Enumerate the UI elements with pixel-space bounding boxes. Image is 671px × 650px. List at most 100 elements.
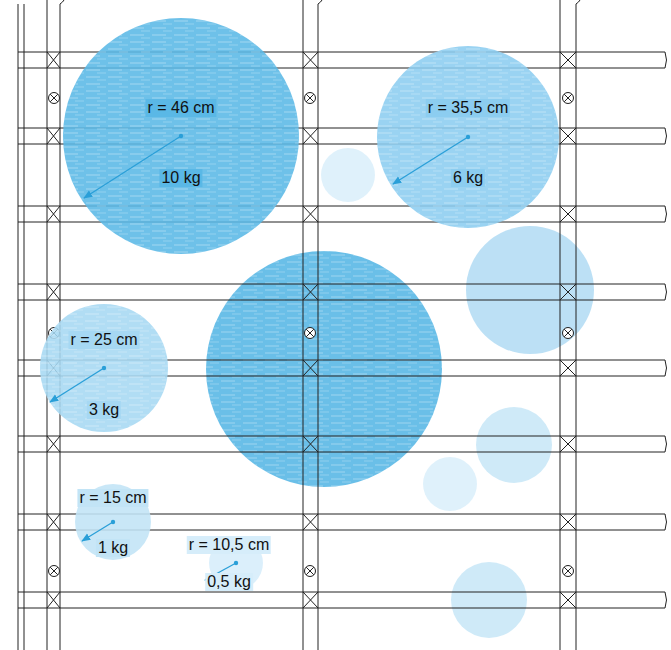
mass-label: 3 kg	[87, 401, 121, 419]
bolt-symbol	[305, 93, 316, 104]
clamp-cross	[47, 514, 60, 530]
radius-line	[84, 136, 181, 198]
clamp-cross	[303, 52, 318, 68]
weight-circle: r = 15 cm 1 kg	[75, 484, 151, 560]
post-line	[303, 4, 304, 650]
medium-circle	[466, 226, 594, 354]
circle-fill	[75, 484, 151, 560]
bolt-symbol	[306, 94, 314, 102]
bolt-symbol	[563, 93, 574, 104]
bolt-symbol	[563, 328, 574, 339]
center-dot	[111, 520, 115, 524]
radius-label: r = 35,5 cm	[426, 99, 510, 117]
clamp-cross	[560, 284, 576, 300]
rail-line	[18, 284, 665, 285]
bolt-symbol	[50, 94, 58, 102]
weight-circle: r = 25 cm 3 kg	[40, 304, 168, 432]
mass-label: 1 kg	[96, 539, 130, 557]
radius-label: r = 25 cm	[68, 331, 139, 349]
post-cap	[47, 0, 64, 4]
clamp-cross	[47, 284, 60, 300]
clamp-cross	[560, 436, 576, 452]
bolt-symbol	[50, 567, 58, 575]
post-cap	[560, 0, 580, 4]
rail-line	[18, 452, 665, 453]
weight-circle: r = 46 cm 10 kg	[63, 18, 299, 254]
small-circle	[423, 457, 477, 511]
scaffold-lines	[18, 0, 667, 650]
bolt-symbol	[306, 329, 314, 337]
post-line	[576, 4, 577, 650]
rail-end	[665, 592, 667, 608]
clamp-cross	[47, 52, 60, 68]
rail-end	[665, 284, 667, 300]
rail-end	[665, 206, 667, 222]
clamp-cross	[303, 514, 318, 530]
clamp-cross	[303, 128, 318, 144]
circle-shape	[63, 18, 299, 254]
clamp-cross	[47, 128, 60, 144]
circle-texture	[40, 304, 168, 432]
circle-texture	[63, 18, 299, 254]
mass-label: 6 kg	[451, 169, 485, 187]
clamp-cross	[560, 52, 576, 68]
center-dot	[466, 135, 470, 139]
clamp-cross	[560, 514, 576, 530]
circle-shape	[377, 46, 559, 228]
radius-label: r = 46 cm	[145, 99, 216, 117]
bolt-symbol	[49, 566, 60, 577]
clamp-cross	[560, 206, 576, 222]
radius-label: r = 10,5 cm	[187, 536, 271, 554]
rail-line	[18, 592, 665, 593]
post-line	[560, 4, 561, 650]
small-circle	[451, 562, 527, 638]
rail-line	[18, 300, 665, 301]
bolt-symbol	[563, 566, 574, 577]
bolt-symbol	[305, 328, 316, 339]
clamp-cross	[303, 284, 318, 300]
rail-end	[665, 128, 667, 144]
clamp-cross	[560, 360, 576, 376]
weight-circle: r = 10,5 cm0,5 kg	[209, 536, 263, 590]
circle-fill	[40, 304, 168, 432]
post-line	[18, 4, 19, 650]
center-dot	[234, 561, 238, 565]
bolt-symbol	[305, 566, 316, 577]
clamp-cross	[47, 436, 60, 452]
bolt-symbol	[306, 567, 314, 575]
post-line	[24, 4, 25, 650]
clamp-cross	[303, 436, 318, 452]
center-dot	[102, 366, 106, 370]
clamp-cross	[303, 206, 318, 222]
rail-line	[18, 436, 665, 437]
small-circle	[476, 407, 552, 483]
circle-fill	[377, 46, 559, 228]
radius-label: r = 15 cm	[77, 489, 148, 507]
post-line	[318, 4, 319, 650]
circle-texture	[377, 46, 559, 228]
post-cap	[303, 0, 322, 4]
rail-end	[665, 52, 667, 68]
clamp-cross	[560, 592, 576, 608]
bolt-symbol	[564, 94, 572, 102]
clamp-cross	[47, 206, 60, 222]
circle-fill	[63, 18, 299, 254]
post-line	[47, 4, 48, 650]
mass-label: 10 kg	[159, 169, 202, 187]
clamp-cross	[303, 592, 318, 608]
mass-label: 0,5 kg	[205, 573, 253, 591]
bolt-symbol	[564, 329, 572, 337]
rail-end	[665, 360, 667, 376]
clamp-cross	[303, 360, 318, 376]
rail-line	[18, 608, 665, 609]
rail-end	[665, 514, 667, 530]
radius-line	[50, 368, 104, 402]
center-dot	[179, 134, 183, 138]
rail-end	[665, 436, 667, 452]
clamp-cross	[47, 592, 60, 608]
weight-circle: r = 35,5 cm 6 kg	[377, 46, 559, 228]
bolt-symbol	[564, 567, 572, 575]
bolt-symbol	[49, 93, 60, 104]
small-circle	[321, 148, 375, 202]
clamp-cross	[560, 128, 576, 144]
